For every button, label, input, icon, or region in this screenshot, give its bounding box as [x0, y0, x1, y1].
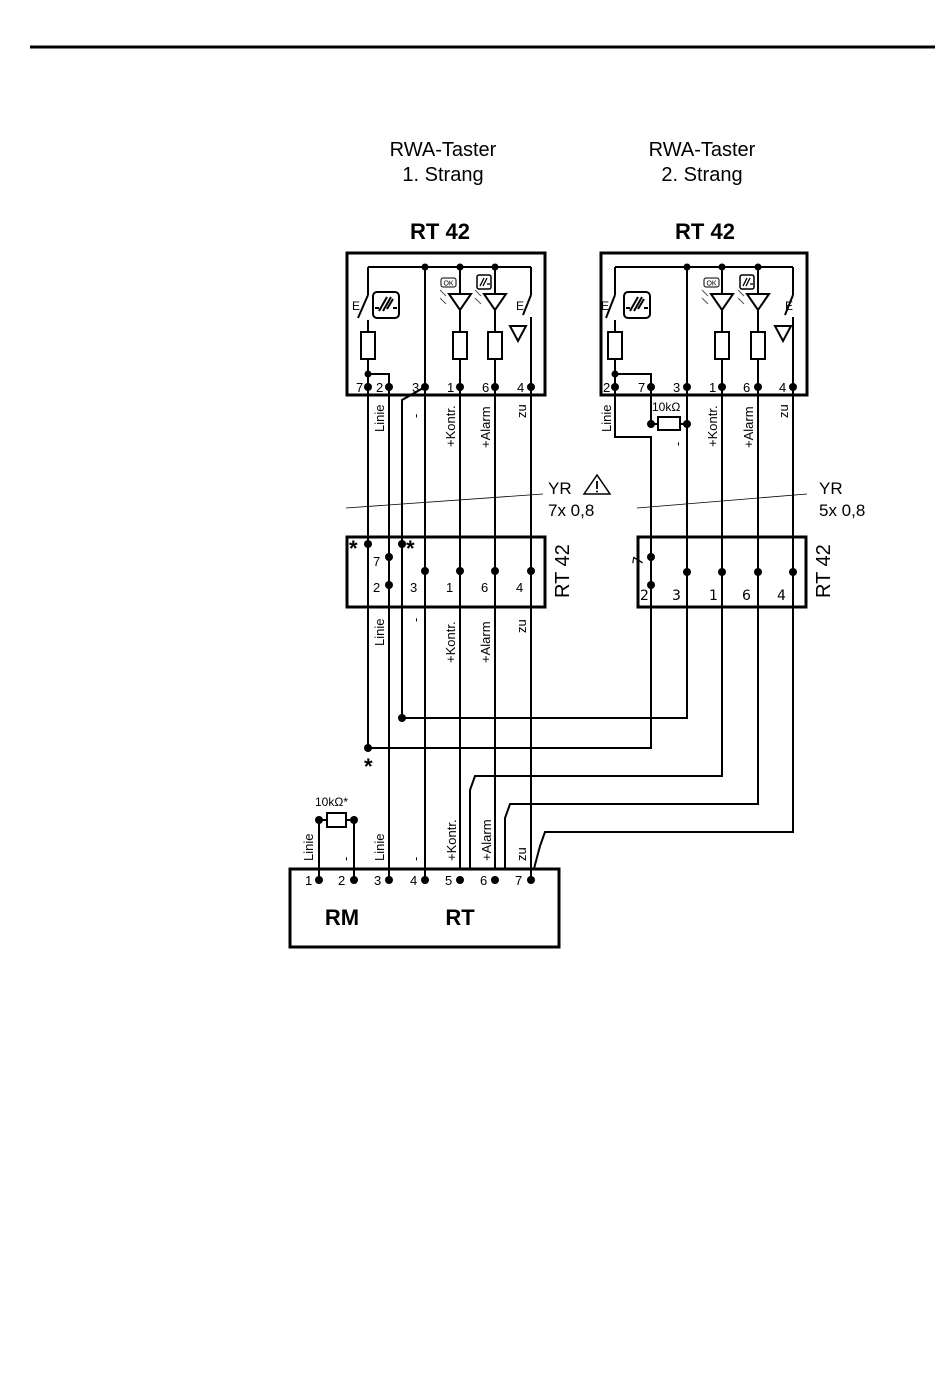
junction-box-1: * * 7 2 3 1 6 4 [347, 530, 545, 615]
fire-alarm-small-icon [740, 275, 754, 289]
close-triangle-icon [775, 326, 791, 341]
star-marker: * [406, 536, 415, 561]
warning-triangle-icon [584, 475, 610, 494]
pin-label: 7 [373, 554, 380, 569]
pin-label: 6 [481, 580, 488, 595]
cable1-spec: 7x 0,8 [548, 501, 594, 520]
strang2-pins: 2 7 3 1 6 4 [603, 380, 797, 395]
junction1-wire-labels: Linie - +Kontr. +Alarm zu [372, 618, 529, 663]
controller-box: RM RT 1 2 3 4 5 6 7 [290, 869, 559, 947]
pin-label: 1 [709, 588, 718, 604]
pin-label: 3 [374, 873, 381, 888]
controller-resistor: 10kΩ* [315, 795, 358, 880]
strang1-device-label: RT 42 [410, 219, 470, 244]
switch-label-e: E [352, 299, 360, 313]
strang2-device-label: RT 42 [675, 219, 735, 244]
resistor-value-label: 10kΩ [652, 400, 680, 414]
wire-label-minus: - [408, 414, 423, 418]
controller-rm-label: RM [325, 905, 359, 930]
wire-label-linie: Linie [372, 619, 387, 646]
pin-label: 2 [373, 580, 380, 595]
controller-rt-label: RT [445, 905, 475, 930]
pin-label: 7 [356, 380, 363, 395]
star-marker: * [349, 536, 358, 561]
strang2-switch-box: E OK E [601, 253, 807, 395]
wire-label-zu: zu [776, 404, 791, 418]
pin-label: 4 [410, 873, 417, 888]
wire-label-minus: - [338, 857, 353, 861]
wire-label-linie: Linie [599, 405, 614, 432]
wire-label-alarm: +Alarm [741, 406, 756, 448]
pin-label: 1 [305, 873, 312, 888]
pin-label: 1 [446, 580, 453, 595]
cable1-marker-line [346, 494, 543, 508]
star-marker: * [364, 754, 373, 779]
wire-label-linie: Linie [301, 834, 316, 861]
cable1-type: YR [548, 479, 572, 498]
pin-label: 7 [515, 873, 522, 888]
strang1-title-line1: RWA-Taster [390, 139, 497, 161]
pin-label: 6 [743, 380, 750, 395]
wire-label-zu: zu [514, 404, 529, 418]
pin-label: 4 [777, 588, 786, 604]
pin-label: 2 [376, 380, 383, 395]
ok-badge-icon: OK [706, 281, 716, 288]
pin-label: 5 [445, 873, 452, 888]
junction-box-2: 7 2 3 1 6 4 [630, 530, 806, 615]
pin-label: 2 [603, 380, 610, 395]
pin-label: 4 [779, 380, 786, 395]
wire-label-linie: Linie [372, 405, 387, 432]
switch-label-e: E [516, 299, 524, 313]
pin-label: 3 [673, 380, 680, 395]
wire-label-minus: - [670, 442, 685, 446]
pin-label: 6 [482, 380, 489, 395]
switch-label-e: E [785, 299, 793, 313]
fire-manual-call-icon [624, 292, 650, 318]
resistor-value-label: 10kΩ* [315, 795, 348, 809]
junction2-label: RT 42 [813, 544, 835, 598]
wire-label-alarm: +Alarm [478, 406, 493, 448]
pin-label: 3 [672, 588, 681, 604]
cable2-spec: 5x 0,8 [819, 501, 865, 520]
pin-label: 6 [480, 873, 487, 888]
ok-badge-icon: OK [443, 281, 453, 288]
pin-label: 2 [640, 588, 649, 604]
strang2-resistor: 10kΩ [647, 400, 691, 430]
strang1-title-line2: 1. Strang [402, 164, 483, 186]
cable2-wires [368, 387, 793, 880]
wire-label-kontr: +Kontr. [444, 819, 459, 861]
pin-label: 7 [638, 380, 645, 395]
wire-label-linie: Linie [372, 834, 387, 861]
strang2-title-line1: RWA-Taster [649, 139, 756, 161]
pin-label: 1 [447, 380, 454, 395]
wire-label-minus: - [408, 618, 423, 622]
switch-label-e: E [601, 299, 609, 313]
pin-label: 4 [516, 580, 523, 595]
pin-label: 4 [517, 380, 524, 395]
cable2-type: YR [819, 479, 843, 498]
wire-label-kontr: +Kontr. [443, 621, 458, 663]
pin-label: 6 [742, 588, 751, 604]
wire-label-kontr: +Kontr. [443, 405, 458, 447]
strang1-wire-labels: Linie - +Kontr. +Alarm zu [372, 404, 529, 448]
fire-manual-call-icon [373, 292, 399, 318]
strang2-title-line2: 2. Strang [661, 164, 742, 186]
wire-label-minus: - [408, 857, 423, 861]
wire-label-zu: zu [514, 847, 529, 861]
strang2-wire-labels: Linie - +Kontr. +Alarm zu [599, 404, 791, 448]
wire-label-alarm: +Alarm [479, 819, 494, 861]
fire-alarm-small-icon [477, 275, 491, 289]
wire-label-zu: zu [514, 619, 529, 633]
close-triangle-icon [510, 326, 526, 341]
strang1-pins: 7 2 3 1 6 4 [356, 380, 535, 395]
wire-label-kontr: +Kontr. [705, 405, 720, 447]
junction1-label: RT 42 [552, 544, 574, 598]
pin-label: 2 [338, 873, 345, 888]
pin-label: 3 [410, 580, 417, 595]
strang1-switch-box: E OK E [347, 253, 545, 395]
wire-label-alarm: +Alarm [478, 621, 493, 663]
pin-label: 1 [709, 380, 716, 395]
